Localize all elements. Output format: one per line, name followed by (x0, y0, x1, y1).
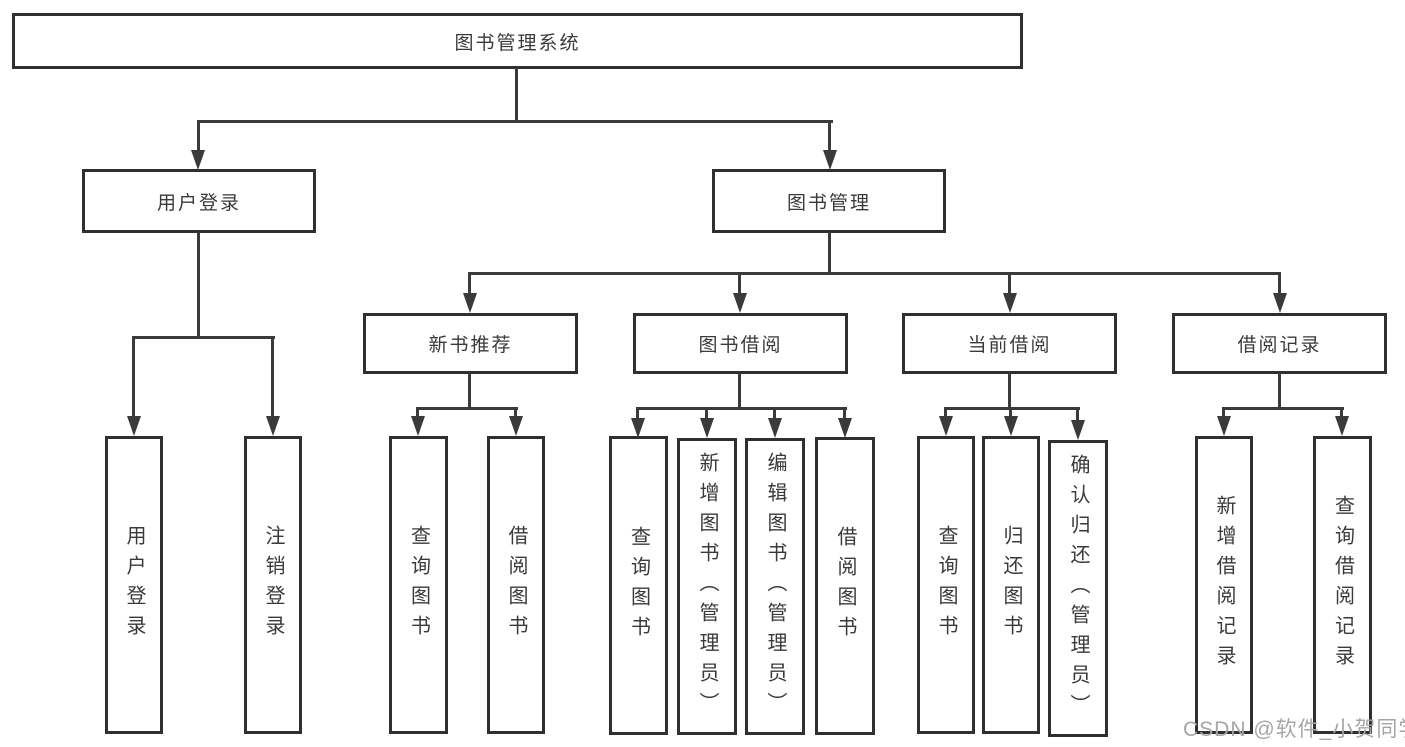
arrow-down-icon (768, 418, 782, 438)
arrow-down-icon (411, 416, 425, 436)
connector-line (468, 373, 471, 409)
connector-line (828, 122, 831, 152)
connector-line (1008, 274, 1011, 295)
leaf-logout: 注销登录 (244, 436, 302, 734)
leaf-label: 查询图书 (935, 525, 957, 645)
leaf-records-add-record: 新增借阅记录 (1195, 436, 1253, 734)
leaf-label: 归还图书 (1000, 525, 1022, 645)
node-current-borrowing: 当前借阅 (902, 313, 1117, 374)
leaf-label: 查询图书 (627, 525, 650, 646)
leaf-label: 新增借阅记录 (1213, 495, 1235, 675)
connector-line (468, 274, 471, 295)
arrow-down-icon (127, 416, 141, 436)
arrow-down-icon (1273, 293, 1287, 313)
arrow-down-icon (1003, 293, 1017, 313)
connector-line (197, 122, 200, 152)
connector-line (132, 336, 275, 339)
connector-line (773, 409, 776, 420)
arrow-down-icon (1217, 416, 1231, 436)
leaf-label: 注销登录 (262, 525, 284, 645)
arrow-down-icon (509, 416, 523, 436)
arrow-down-icon (838, 418, 852, 438)
leaf-label: 用户登录 (123, 525, 145, 645)
node-book-management: 图书管理 (712, 169, 946, 233)
leaf-borrowing-edit-books-admin: 编辑图书（管理员） (745, 438, 805, 735)
arrow-down-icon (733, 293, 747, 313)
connector-line (468, 272, 1281, 275)
connector-line (1222, 409, 1225, 418)
node-book-borrowing: 图书借阅 (633, 313, 848, 374)
node-library-management-system: 图书管理系统 (12, 13, 1023, 69)
leaf-label: 确认归还（管理员） (1067, 453, 1089, 724)
node-user-login: 用户登录 (82, 169, 316, 233)
leaf-label: 查询借阅记录 (1331, 495, 1354, 675)
node-new-book-recommendation: 新书推荐 (363, 313, 578, 374)
connector-line (944, 407, 1080, 410)
connector-line (738, 274, 741, 295)
arrow-down-icon (631, 418, 645, 438)
connector-line (636, 409, 639, 420)
leaf-borrowing-add-books-admin: 新增图书（管理员） (677, 438, 737, 735)
arrow-down-icon (1004, 416, 1018, 436)
connector-line (1278, 373, 1281, 409)
arrow-down-icon (700, 418, 714, 438)
connector-line (1009, 409, 1012, 418)
leaf-current-return-books: 归还图书 (982, 436, 1040, 734)
leaf-borrowing-query-books: 查询图书 (609, 436, 668, 735)
connector-line (944, 409, 947, 418)
connector-line (705, 409, 708, 420)
connector-line (1008, 373, 1011, 409)
arrow-down-icon (266, 416, 280, 436)
leaf-label: 借阅图书 (505, 525, 527, 645)
connector-line (738, 373, 741, 409)
leaf-user-login: 用户登录 (105, 436, 163, 734)
arrow-down-icon (939, 416, 953, 436)
leaf-records-query-record: 查询借阅记录 (1313, 436, 1372, 734)
leaf-label: 借阅图书 (834, 526, 856, 646)
leaf-label: 编辑图书（管理员） (764, 451, 786, 722)
watermark: CSDN @软件_小贺同学 (1183, 718, 1405, 741)
leaf-label: 新增图书（管理员） (696, 451, 718, 722)
leaf-current-confirm-return-admin: 确认归还（管理员） (1048, 440, 1108, 737)
connector-line (1076, 409, 1079, 422)
connector-line (271, 338, 274, 418)
leaf-label: 查询图书 (407, 525, 430, 645)
connector-line (197, 120, 833, 123)
leaf-recommend-query-books: 查询图书 (389, 436, 448, 734)
leaf-recommend-borrow-books: 借阅图书 (487, 436, 545, 734)
leaf-borrowing-borrow-books: 借阅图书 (815, 437, 875, 735)
connector-line (636, 407, 847, 410)
node-borrowing-records: 借阅记录 (1172, 313, 1387, 374)
connector-line (515, 68, 518, 123)
connector-line (416, 409, 419, 418)
connector-line (1222, 407, 1344, 410)
connector-line (197, 232, 200, 338)
connector-line (514, 409, 517, 418)
arrow-down-icon (1335, 416, 1349, 436)
leaf-current-query-books: 查询图书 (917, 436, 975, 734)
arrow-down-icon (191, 150, 205, 170)
arrow-down-icon (1071, 420, 1085, 440)
connector-line (416, 407, 518, 410)
connector-line (828, 232, 831, 274)
arrow-down-icon (463, 293, 477, 313)
connector-line (132, 338, 135, 418)
connector-line (843, 409, 846, 420)
arrow-down-icon (823, 150, 837, 170)
connector-line (1340, 409, 1343, 418)
connector-line (1278, 274, 1281, 295)
